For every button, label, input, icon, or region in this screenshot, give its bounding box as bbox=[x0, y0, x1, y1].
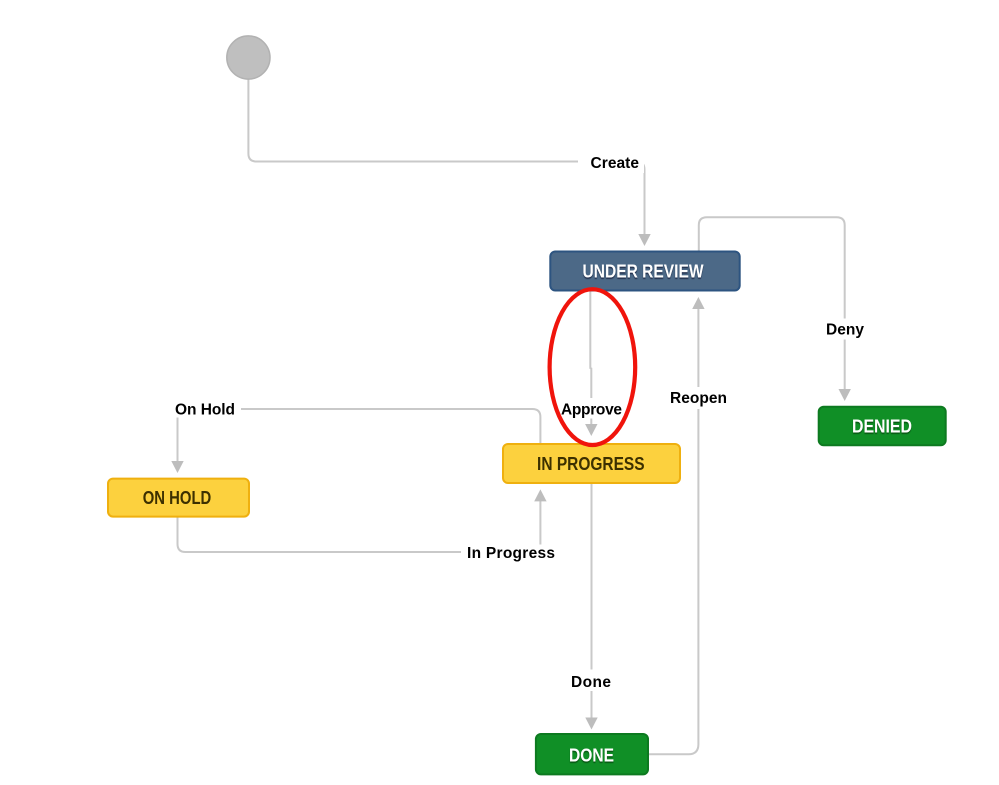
svg-text:Deny: Deny bbox=[826, 322, 864, 339]
svg-text:DONE: DONE bbox=[569, 745, 614, 765]
svg-text:On Hold: On Hold bbox=[175, 402, 235, 419]
svg-text:Create: Create bbox=[591, 155, 640, 172]
svg-text:In Progress: In Progress bbox=[467, 545, 555, 562]
svg-text:Approve: Approve bbox=[561, 402, 622, 419]
svg-text:IN PROGRESS: IN PROGRESS bbox=[537, 454, 645, 474]
svg-text:Reopen: Reopen bbox=[670, 390, 727, 407]
svg-text:DENIED: DENIED bbox=[852, 416, 912, 436]
svg-text:UNDER REVIEW: UNDER REVIEW bbox=[583, 261, 704, 281]
svg-text:Done: Done bbox=[571, 674, 611, 691]
svg-text:ON HOLD: ON HOLD bbox=[143, 488, 212, 508]
